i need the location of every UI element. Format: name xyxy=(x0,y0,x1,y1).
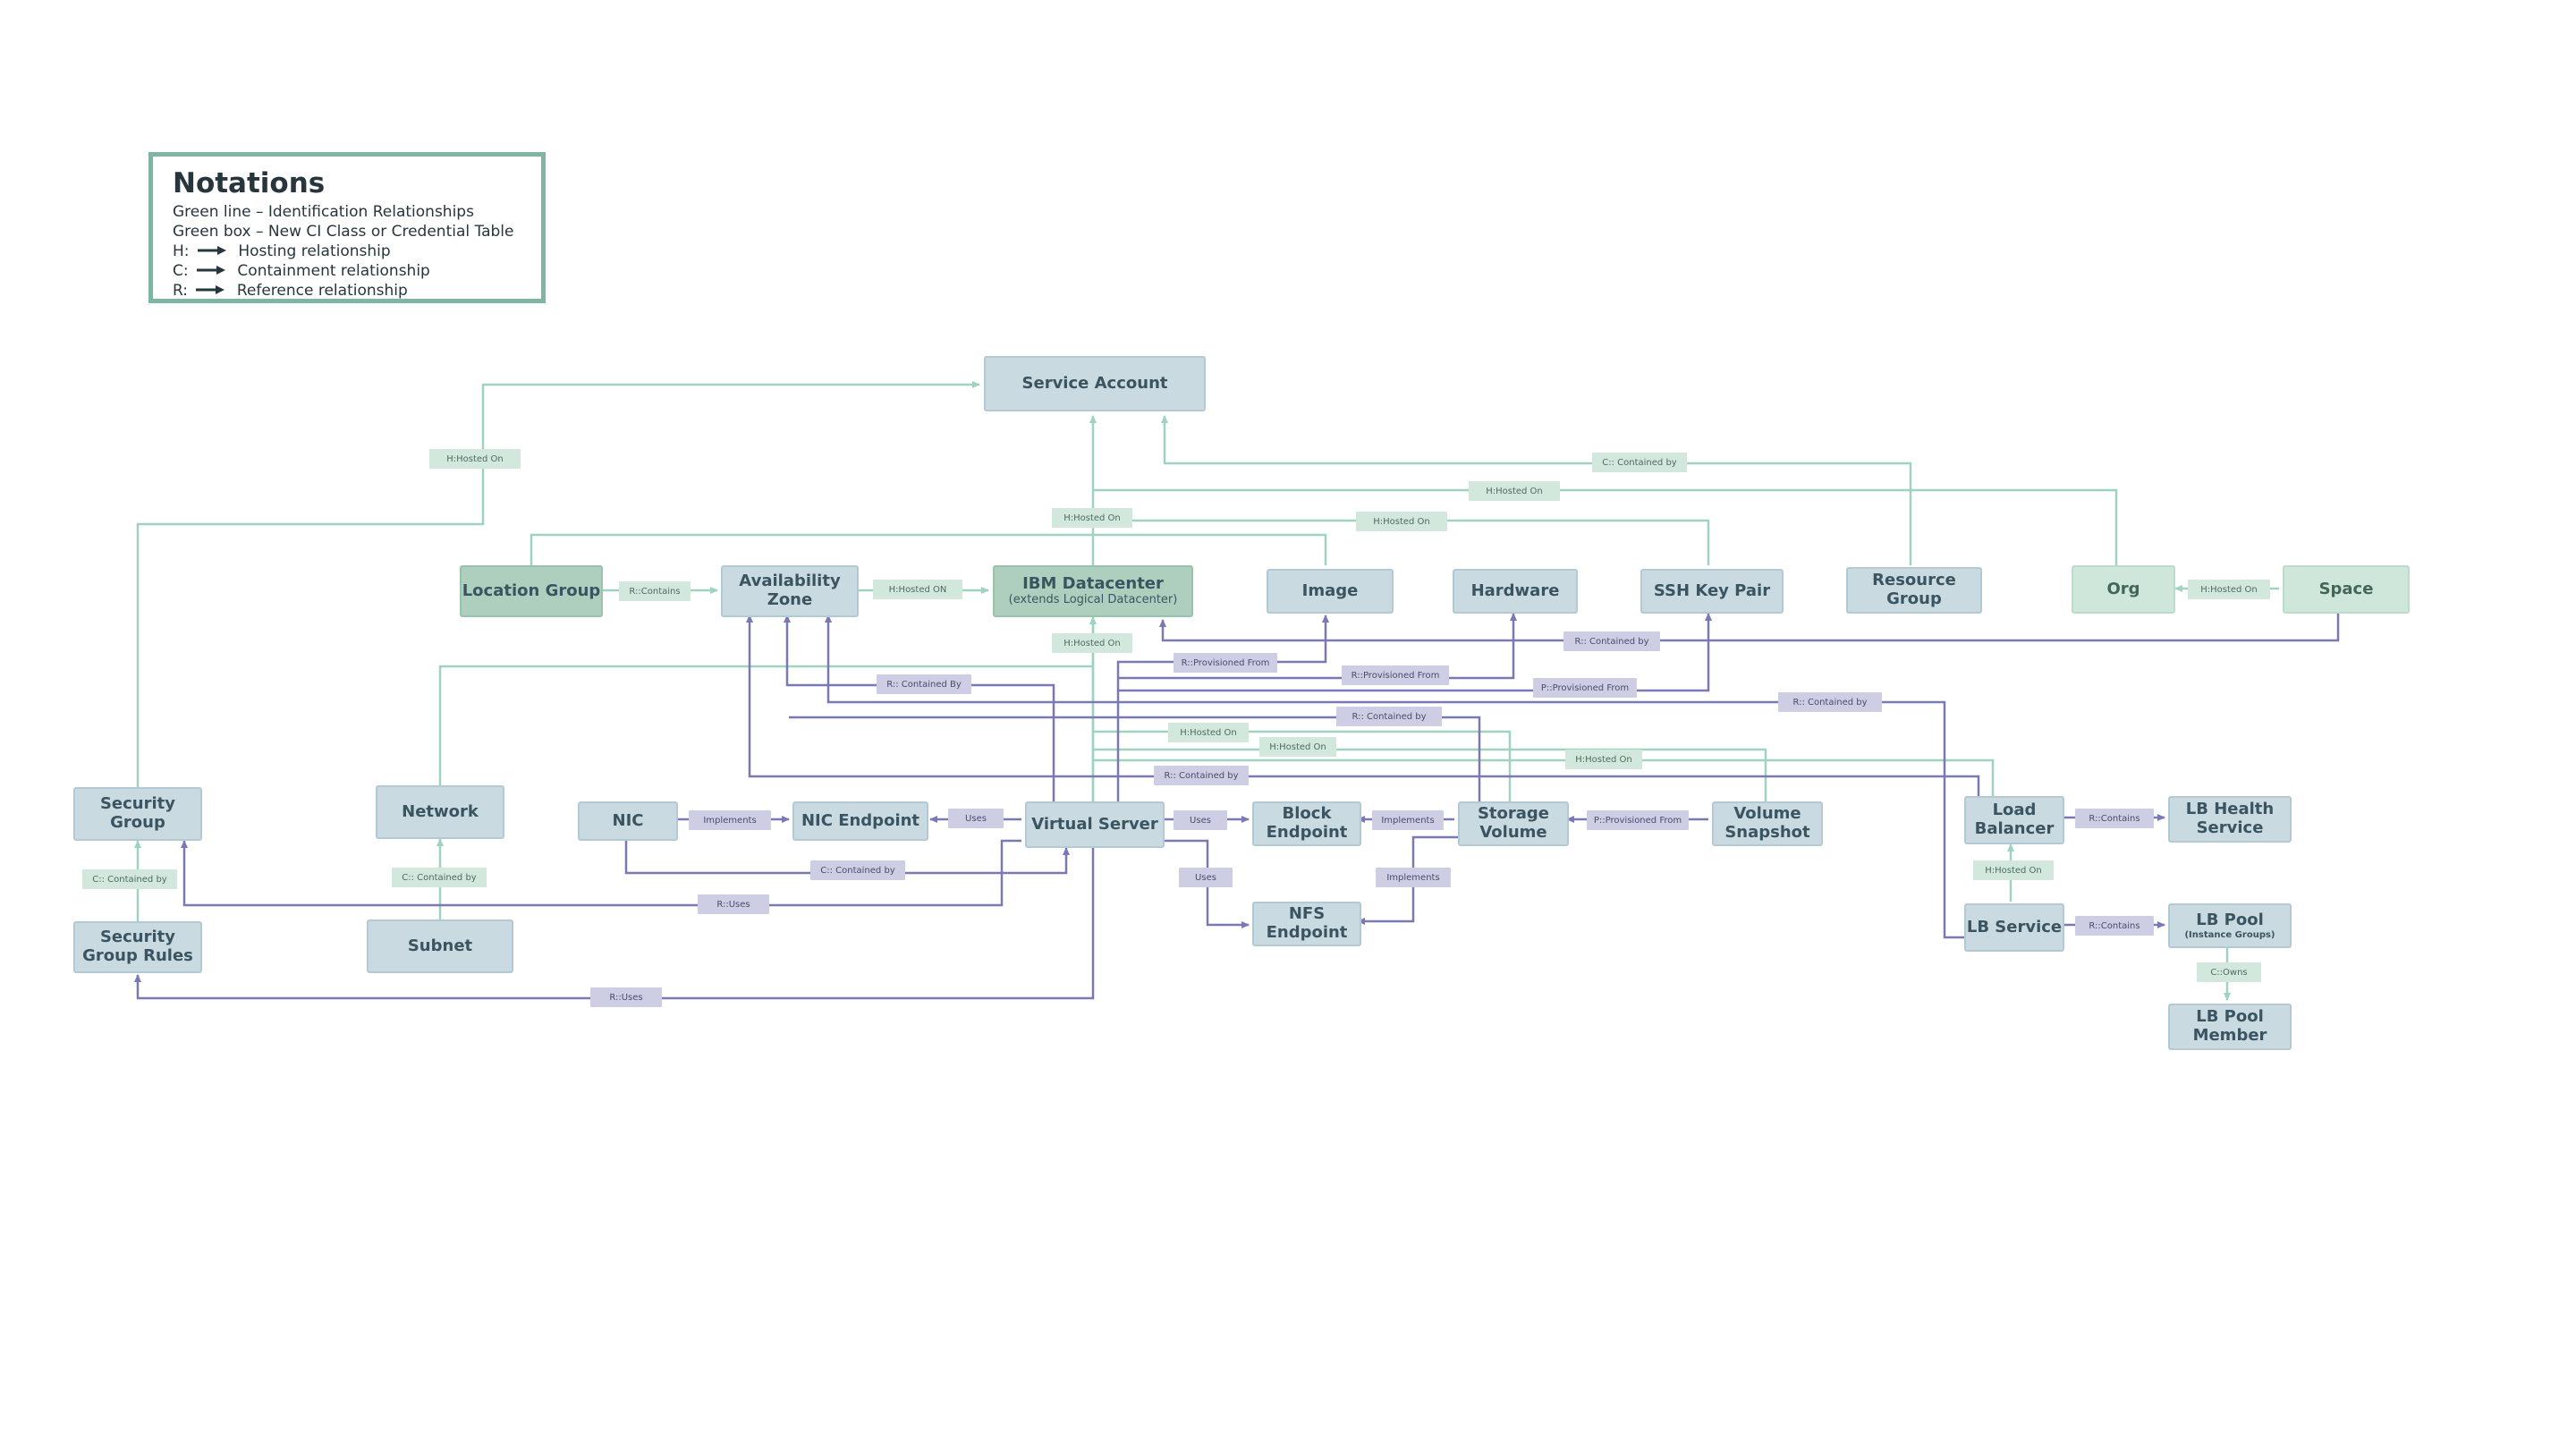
label-r-contains-pool: R::Contains xyxy=(2075,916,2154,936)
arrow-right-icon xyxy=(193,262,233,280)
edge-rg-to-sa xyxy=(1161,415,1912,565)
edge-vs-ssh xyxy=(1118,613,1712,692)
node-service-account[interactable]: Service Account xyxy=(984,356,1206,411)
label-provisioned-hardware: R::Provisioned From xyxy=(1342,665,1449,685)
ibm-datacenter-subtitle: (extends Logical Datacenter) xyxy=(1008,592,1178,606)
label-hosted-on-dc: H:Hosted On xyxy=(1052,633,1132,653)
edge-lbs-az xyxy=(825,614,1966,939)
label-hosted-on-lb: H:Hosted On xyxy=(1973,860,2054,880)
legend-line-3: H: Hosting relationship xyxy=(173,242,391,260)
label-contained-by-space: R:: Contained by xyxy=(1563,631,1660,651)
ibm-datacenter-title: IBM Datacenter xyxy=(1022,574,1164,594)
arrow-right-icon xyxy=(194,242,233,260)
lb-pool-subtitle: (Instance Groups) xyxy=(2184,929,2275,940)
edge-vs-sgr xyxy=(134,848,1095,1000)
label-r-contains-health: R::Contains xyxy=(2075,809,2154,828)
legend-title: Notations xyxy=(173,167,326,199)
label-contained-by-mid: R:: Contained by xyxy=(1336,707,1442,726)
label-contained-by-rg2: R:: Contained by xyxy=(1778,692,1882,712)
label-hosted-on-space: H:Hosted On xyxy=(2188,580,2270,599)
node-volume-snapshot[interactable]: Volume Snapshot xyxy=(1712,801,1823,846)
edge-vs-sg xyxy=(181,839,1021,907)
lb-pool-title: LB Pool xyxy=(2196,910,2264,929)
node-ssh-key-pair[interactable]: SSH Key Pair xyxy=(1640,569,1784,614)
label-c-contained-subnet: C:: Contained by xyxy=(392,868,487,887)
legend-text-h: Hosting relationship xyxy=(238,242,391,260)
node-block-endpoint[interactable]: Block Endpoint xyxy=(1252,801,1361,846)
edge-org-to-sa xyxy=(1093,488,2118,565)
label-implements-block: Implements xyxy=(1372,810,1444,830)
label-hosted-on-3: H:Hosted On xyxy=(1565,750,1642,769)
legend-line-1: Green line – Identification Relationship… xyxy=(173,203,474,221)
label-r-contains-lg: R::Contains xyxy=(619,581,691,601)
label-implements-nfs: Implements xyxy=(1376,868,1451,887)
node-nfs-endpoint[interactable]: NFS Endpoint xyxy=(1252,902,1361,946)
node-load-balancer[interactable]: Load Balancer xyxy=(1964,796,2064,844)
legend-prefix-c: C: xyxy=(173,262,189,280)
node-lb-pool[interactable]: LB Pool (Instance Groups) xyxy=(2168,903,2292,948)
edge-storage-az xyxy=(789,716,1481,801)
edge-space-rg xyxy=(1159,614,2340,642)
label-r-uses-sg: R::Uses xyxy=(698,894,769,914)
node-security-group[interactable]: Security Group xyxy=(73,787,202,841)
label-hosted-on-sa-left: H:Hosted On xyxy=(429,449,521,469)
node-network[interactable]: Network xyxy=(376,785,504,839)
edge-vs-az-sg xyxy=(784,614,1055,801)
label-provisioned-ssh: P::Provisioned From xyxy=(1533,678,1637,698)
label-c-owns: C::Owns xyxy=(2197,962,2261,982)
node-lb-service[interactable]: LB Service xyxy=(1964,903,2064,952)
legend-prefix-r: R: xyxy=(173,282,189,300)
label-provisioned-snapshot: P::Provisioned From xyxy=(1587,810,1689,830)
edge-sg-to-sa xyxy=(136,381,980,787)
node-resource-group[interactable]: Resource Group xyxy=(1846,567,1982,614)
legend-prefix-h: H: xyxy=(173,242,190,260)
label-uses-block: Uses xyxy=(1174,810,1227,830)
label-hosted-on-2: H:Hosted On xyxy=(1259,737,1336,757)
label-uses-nic-endpoint: Uses xyxy=(948,809,1004,828)
legend-text-r: Reference relationship xyxy=(236,282,408,300)
label-c-contained-sg: C:: Contained by xyxy=(82,869,177,889)
node-lb-pool-member[interactable]: LB Pool Member xyxy=(2168,1004,2292,1050)
edge-lb-az xyxy=(746,614,1980,796)
node-location-group[interactable]: Location Group xyxy=(460,565,603,617)
label-hosted-on-1: H:Hosted On xyxy=(1168,723,1249,742)
edge-lg-to-sa xyxy=(530,533,1327,565)
node-hardware[interactable]: Hardware xyxy=(1453,569,1578,614)
arrow-right-icon xyxy=(192,282,232,300)
legend-line-4: C: Containment relationship xyxy=(173,262,430,280)
label-r-uses-bottom: R::Uses xyxy=(590,987,662,1007)
edge-network xyxy=(438,665,1093,785)
node-nic-endpoint[interactable]: NIC Endpoint xyxy=(792,801,928,841)
node-virtual-server[interactable]: Virtual Server xyxy=(1025,801,1165,848)
legend-line-2: Green box – New CI Class or Credential T… xyxy=(173,223,514,241)
node-subnet[interactable]: Subnet xyxy=(367,919,513,973)
edge-lb xyxy=(1093,758,1995,796)
label-implements-nic: Implements xyxy=(689,810,771,830)
label-hosted-on-az: H:Hosted ON xyxy=(873,580,962,599)
label-uses-nfs: Uses xyxy=(1179,868,1233,887)
node-image[interactable]: Image xyxy=(1267,569,1394,614)
node-ibm-datacenter[interactable]: IBM Datacenter (extends Logical Datacent… xyxy=(993,565,1193,617)
edge-vs-hardware xyxy=(1118,613,1517,680)
legend-line-5: R: Reference relationship xyxy=(173,282,408,300)
label-contained-by-az: R:: Contained by xyxy=(1154,766,1249,785)
label-provisioned-image: R::Provisioned From xyxy=(1174,653,1277,673)
label-hosted-on-org: H:Hosted On xyxy=(1469,481,1560,501)
label-contained-by-sg: R:: Contained By xyxy=(877,674,971,694)
legend-box: Notations Green line – Identification Re… xyxy=(148,152,546,303)
edge-ssh-to-sa xyxy=(1093,519,1710,565)
label-hosted-on-image: H:Hosted On xyxy=(1356,512,1447,531)
node-lb-health-service[interactable]: LB Health Service xyxy=(2168,796,2292,843)
label-hosted-on-main: H:Hosted On xyxy=(1052,508,1132,528)
node-security-group-rules[interactable]: Security Group Rules xyxy=(73,921,202,973)
node-org[interactable]: Org xyxy=(2072,565,2175,614)
label-c-contained-nic: C:: Contained by xyxy=(810,860,905,880)
node-space[interactable]: Space xyxy=(2283,565,2410,614)
legend-text-c: Containment relationship xyxy=(237,262,430,280)
label-contained-by-rg: C:: Contained by xyxy=(1592,453,1687,472)
node-availability-zone[interactable]: Availability Zone xyxy=(721,565,859,617)
node-storage-volume[interactable]: Storage Volume xyxy=(1458,801,1569,846)
node-nic[interactable]: NIC xyxy=(578,801,678,841)
